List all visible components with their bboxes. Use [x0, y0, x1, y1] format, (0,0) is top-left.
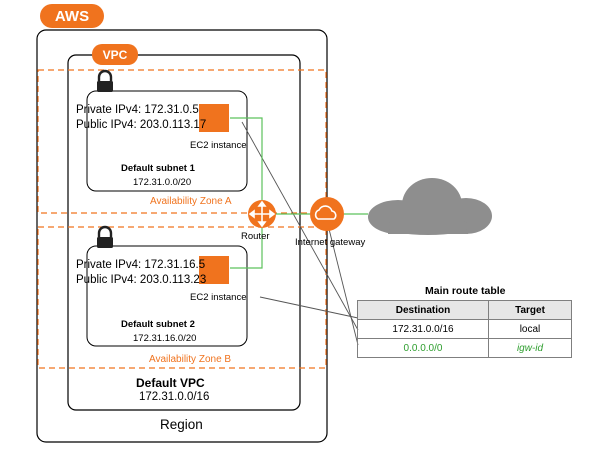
availability-zone-b-box — [37, 226, 327, 369]
lock-icon — [97, 225, 113, 248]
lock-icon — [97, 69, 113, 92]
ec2-instance-icon — [199, 256, 229, 284]
subnet1-instance-label: EC2 instance — [190, 140, 247, 151]
internet-gateway-icon — [310, 197, 344, 231]
table-row: 0.0.0.0/0 igw-id — [357, 338, 572, 358]
route-table-header-row: Destination Target — [357, 300, 572, 320]
ec2-instance-icon — [199, 104, 229, 132]
route-table-title: Main route table — [425, 285, 506, 297]
vpc-box — [67, 54, 301, 411]
route-line-2 — [259, 296, 359, 319]
region-label: Region — [160, 417, 203, 432]
vpc-name: Default VPC — [136, 376, 205, 390]
table-row: 172.31.0.0/16 local — [357, 319, 572, 339]
router-icon — [248, 200, 276, 228]
route-target: local — [488, 319, 572, 339]
route-target: igw-id — [488, 338, 572, 358]
availability-zone-a-box — [37, 69, 327, 214]
subnet1-name: Default subnet 1 — [121, 163, 195, 174]
route-table-header-target: Target — [488, 300, 572, 320]
availability-zone-a-label: Availability Zone A — [150, 196, 232, 207]
route-table-header-destination: Destination — [357, 300, 489, 320]
subnet-1-box — [86, 90, 248, 192]
subnet2-cidr: 172.31.16.0/20 — [133, 333, 197, 344]
subnet2-public-ip: Public IPv4: 203.0.113.23 — [76, 274, 207, 286]
subnet1-public-ip: Public IPv4: 203.0.113.17 — [76, 119, 207, 131]
route-table: Destination Target 172.31.0.0/16 local 0… — [357, 300, 572, 358]
aws-badge: AWS — [54, 7, 90, 25]
vpc-badge: VPC — [102, 47, 128, 62]
route-line-3 — [327, 224, 359, 346]
link-instance2-router — [230, 228, 263, 269]
link-instance1-router — [230, 117, 263, 200]
route-destination: 0.0.0.0/0 — [357, 338, 489, 358]
route-destination: 172.31.0.0/16 — [357, 319, 489, 339]
internet-gateway-label: Internet gateway — [295, 237, 366, 248]
subnet2-instance-label: EC2 instance — [190, 292, 247, 303]
subnet-2-box — [86, 245, 248, 347]
subnet2-private-ip: Private IPv4: 172.31.16.5 — [76, 259, 206, 271]
vpc-cidr: 172.31.0.0/16 — [139, 391, 210, 403]
route-line-1 — [241, 121, 359, 331]
vpc-badge-bg — [92, 44, 138, 65]
subnet1-cidr: 172.31.0.0/20 — [133, 177, 192, 188]
router-label: Router — [241, 231, 270, 242]
region-box — [36, 29, 328, 443]
availability-zone-b-label: Availability Zone B — [149, 354, 232, 365]
subnet1-private-ip: Private IPv4: 172.31.0.5 — [76, 104, 199, 116]
subnet2-name: Default subnet 2 — [121, 319, 195, 330]
cloud-icon — [368, 178, 492, 235]
aws-badge-bg — [40, 4, 104, 28]
